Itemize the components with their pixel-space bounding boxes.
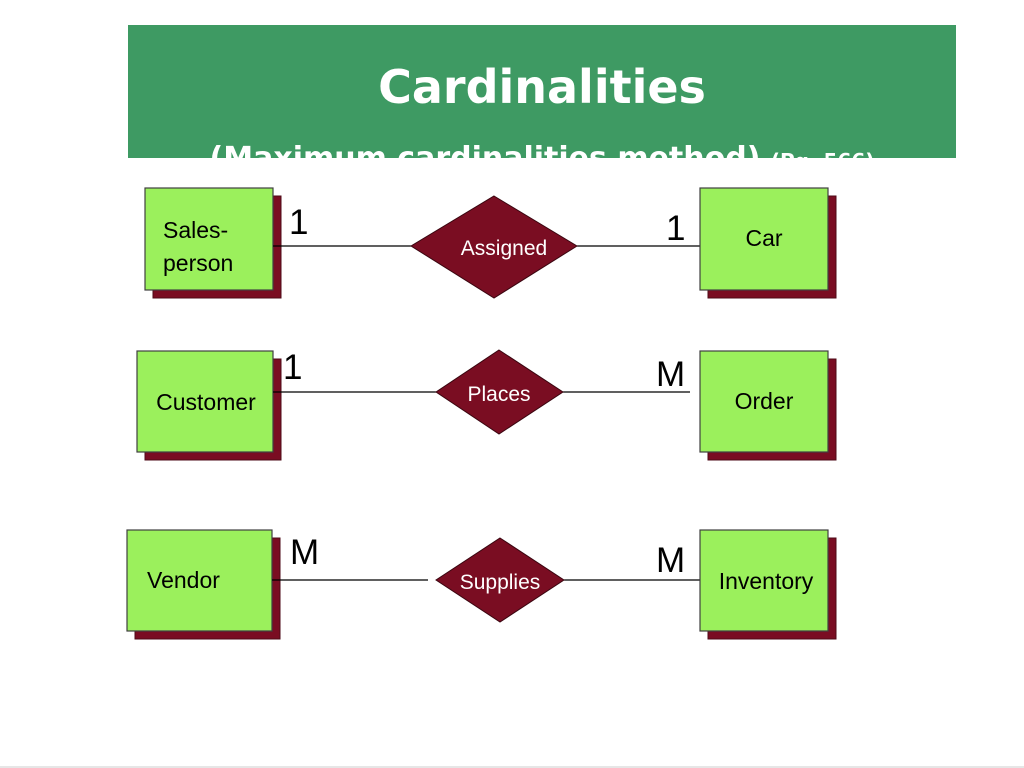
entity-salesperson <box>144 187 274 291</box>
entity-vendor <box>126 529 273 632</box>
relationship-row-assigned: Sales- person Assigned Car 1 1 <box>144 187 837 299</box>
entity-customer-label: Customer <box>156 389 256 415</box>
title-banner: Cardinalities (Maximum cardinalities met… <box>128 25 956 176</box>
cardinality-right: M <box>656 541 685 580</box>
entity-customer <box>136 350 274 453</box>
entity-car-label: Car <box>745 225 782 251</box>
entity-vendor-label: Vendor <box>147 567 220 593</box>
page-reference: (Pg. 566) <box>770 149 875 173</box>
subtitle-text: (Maximum cardinalities method) <box>209 141 761 176</box>
cardinality-right: 1 <box>666 209 685 248</box>
relationship-row-supplies: Vendor Supplies Inventory M M <box>126 529 837 640</box>
footer-divider <box>0 766 1024 768</box>
slide-title: Cardinalities <box>378 60 706 114</box>
entity-car <box>699 187 829 291</box>
entity-inventory <box>699 529 829 632</box>
relationship-row-places: Customer Places Order 1 M <box>136 348 837 461</box>
entity-order <box>699 350 829 453</box>
cardinality-left: M <box>290 533 319 572</box>
entity-order-label: Order <box>735 388 794 414</box>
relationship-places-label: Places <box>467 383 530 406</box>
cardinality-right: M <box>656 355 685 394</box>
slide-subtitle: (Maximum cardinalities method) (Pg. 566) <box>128 141 956 179</box>
entity-inventory-label: Inventory <box>719 568 814 594</box>
entity-salesperson-label-line1: Sales- <box>163 217 228 243</box>
cardinality-left: 1 <box>289 203 308 242</box>
relationship-assigned <box>410 195 578 299</box>
relationship-supplies-label: Supplies <box>460 571 541 594</box>
entity-salesperson-label-line2: person <box>163 250 233 276</box>
relationship-supplies <box>435 537 565 623</box>
relationship-assigned-label: Assigned <box>461 237 547 260</box>
cardinality-left: 1 <box>283 348 302 387</box>
relationship-places <box>435 349 564 435</box>
